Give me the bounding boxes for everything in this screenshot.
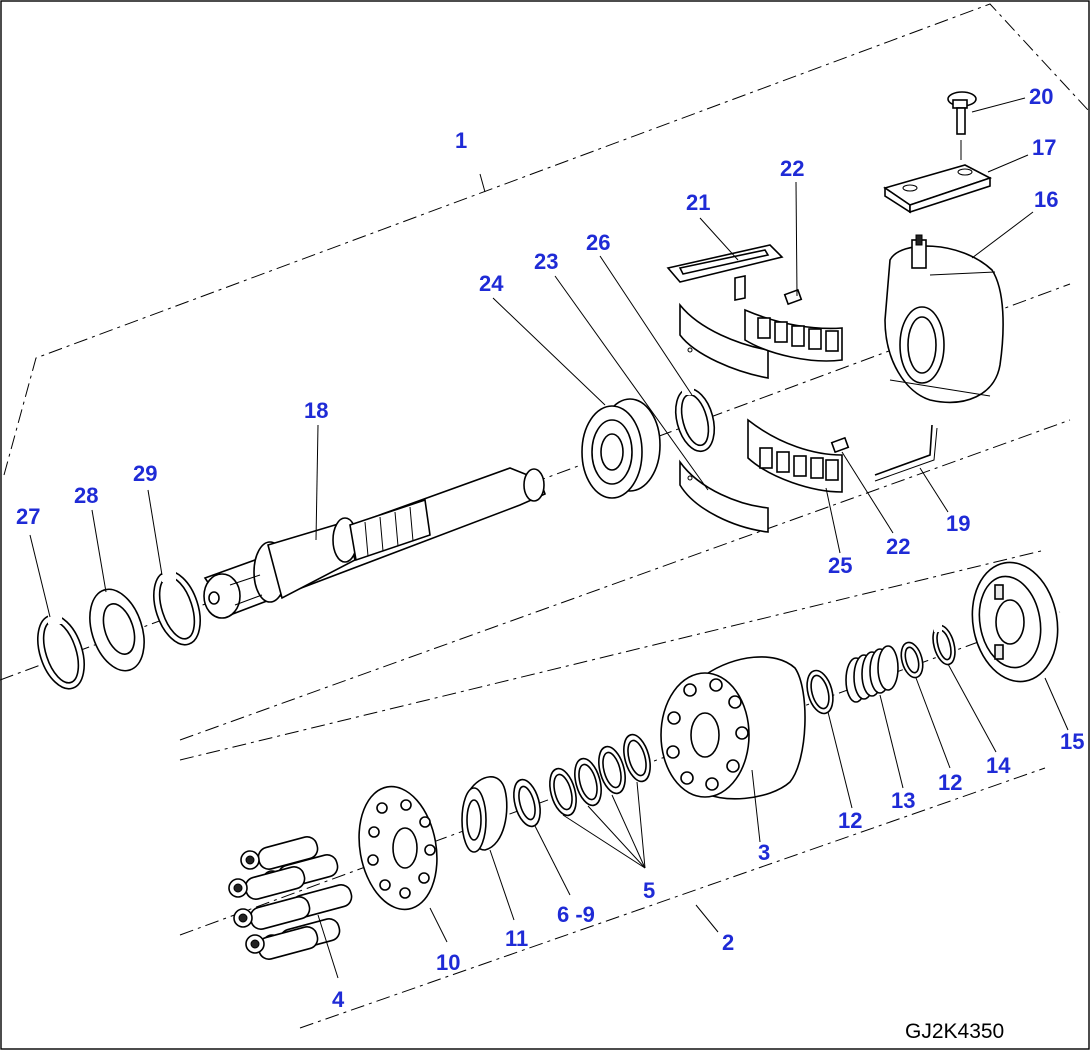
block-17 <box>883 164 993 214</box>
callout-2: 2 <box>722 930 734 955</box>
callout-11: 11 <box>505 926 528 951</box>
callout-1: 1 <box>455 128 467 153</box>
callout-19: 19 <box>946 511 970 536</box>
spherical-bushing-11 <box>461 776 508 853</box>
washers-5 <box>549 733 651 817</box>
spring-13 <box>845 645 899 703</box>
shim-upper <box>679 302 769 379</box>
pistons-4 <box>228 836 353 960</box>
roller-bearing-25 <box>747 418 843 493</box>
callout-13: 13 <box>891 788 915 813</box>
callout-4: 4 <box>332 987 345 1012</box>
callout-20: 20 <box>1029 84 1053 109</box>
callout-22-upper: 22 <box>780 156 804 181</box>
figure-code: GJ2K4350 <box>905 1020 1004 1043</box>
callout-22-lower: 22 <box>886 534 910 559</box>
callout-17: 17 <box>1032 135 1056 160</box>
roller-bearing-upper <box>744 308 843 362</box>
callout-5: 5 <box>643 878 655 903</box>
snap-ring-14 <box>932 624 956 666</box>
leader-lines <box>29 97 1069 979</box>
callout-15: 15 <box>1060 729 1084 754</box>
shaft-18 <box>203 467 547 619</box>
callouts: 1 2 3 4 5 6 -9 10 11 12 12 13 14 15 16 1… <box>16 84 1084 1012</box>
callout-29: 29 <box>133 461 157 486</box>
ring-12-right <box>900 641 924 679</box>
bearing-24 <box>581 398 661 499</box>
callout-25: 25 <box>828 553 852 578</box>
callout-24: 24 <box>479 271 504 296</box>
callout-16: 16 <box>1034 187 1058 212</box>
callout-26: 26 <box>586 230 610 255</box>
l-pin-19 <box>874 424 938 482</box>
valve-plate-15 <box>971 561 1059 683</box>
ring-26 <box>674 385 716 453</box>
ring-12-left <box>806 669 834 715</box>
callout-12-right: 12 <box>938 770 962 795</box>
cylinder-block-3 <box>660 656 806 800</box>
housing-16 <box>884 234 1004 404</box>
shim-23 <box>679 459 769 533</box>
washer-6-9 <box>513 778 541 828</box>
callout-18: 18 <box>304 398 328 423</box>
assembly-1-bracket <box>3 3 1089 476</box>
callout-27: 27 <box>16 504 40 529</box>
callout-23: 23 <box>534 249 558 274</box>
pin-22-upper <box>783 288 803 306</box>
callout-12-left: 12 <box>838 808 862 833</box>
callout-28: 28 <box>74 483 98 508</box>
bolt-20 <box>947 91 977 160</box>
callout-21: 21 <box>686 190 710 215</box>
pin-22-lower <box>830 436 850 454</box>
assembly-2-bracket <box>179 549 1046 1029</box>
callout-6-9: 6 -9 <box>557 902 595 927</box>
retainer-plate-10 <box>358 785 438 911</box>
snap-ring-27 <box>37 612 85 690</box>
snap-ring-29 <box>153 570 201 646</box>
callout-10: 10 <box>436 950 460 975</box>
plate-21 <box>666 244 784 301</box>
callout-3: 3 <box>758 840 770 865</box>
washer-28 <box>89 588 145 672</box>
callout-14: 14 <box>986 753 1011 778</box>
